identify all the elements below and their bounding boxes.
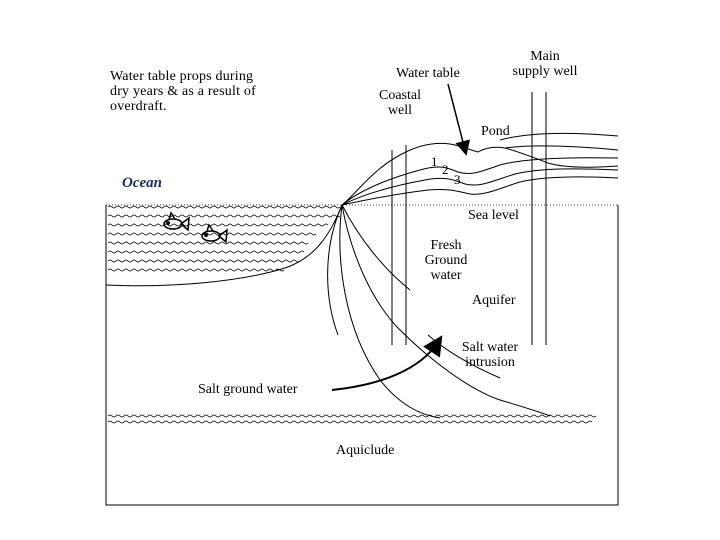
pond-surface xyxy=(499,132,619,141)
fresh-ground-water-label: Fresh Ground water xyxy=(414,238,478,283)
main-supply-well-line-1: Main xyxy=(530,49,560,64)
caption-line-1: Water table props during xyxy=(110,69,254,84)
sea-level-label: Sea level xyxy=(468,208,519,223)
caption-line-2: dry years & as a result of xyxy=(110,84,256,99)
fresh-line-2: Ground xyxy=(424,253,468,268)
marker-3: 3 xyxy=(454,172,461,187)
ocean-floor xyxy=(105,204,343,287)
interface-curves xyxy=(327,204,551,419)
main-supply-well-label: Main supply well xyxy=(502,49,588,79)
coastal-well-label: Coastal well xyxy=(372,88,428,118)
marker-1: 1 xyxy=(431,154,438,169)
ocean-label: Ocean xyxy=(122,175,162,191)
ocean-waves xyxy=(107,205,341,272)
salt-intrusion-arrow xyxy=(331,335,443,391)
main-supply-well xyxy=(531,92,547,345)
coastal-well xyxy=(391,145,407,345)
pond-label: Pond xyxy=(481,124,510,139)
fresh-line-1: Fresh xyxy=(430,238,462,253)
salt-ground-water-label: Salt ground water xyxy=(198,382,298,397)
salt-water-intrusion-label: Salt water intrusion xyxy=(452,340,528,370)
water-table-label: Water table xyxy=(396,66,460,81)
fish-icon xyxy=(201,223,228,244)
salt-intrusion-line-2: intrusion xyxy=(465,355,515,370)
water-table-lines xyxy=(341,157,619,206)
marker-2: 2 xyxy=(442,162,449,177)
aquifer-label: Aquifer xyxy=(472,293,516,308)
fresh-line-3: water xyxy=(430,268,462,283)
aquiclude-layer xyxy=(107,414,597,424)
main-supply-well-line-2: supply well xyxy=(512,64,578,79)
water-table-arrow xyxy=(447,83,471,156)
caption: Water table props during dry years & as … xyxy=(110,69,330,114)
caption-line-3: overdraft. xyxy=(110,99,167,114)
salt-intrusion-line-1: Salt water xyxy=(461,340,519,355)
coastal-well-line-2: well xyxy=(387,103,413,118)
aquiclude-label: Aquiclude xyxy=(336,443,395,458)
coastal-well-line-1: Coastal xyxy=(379,88,421,103)
fish-icon xyxy=(163,211,190,232)
diagram-frame xyxy=(105,205,619,506)
land-surface xyxy=(341,142,619,206)
